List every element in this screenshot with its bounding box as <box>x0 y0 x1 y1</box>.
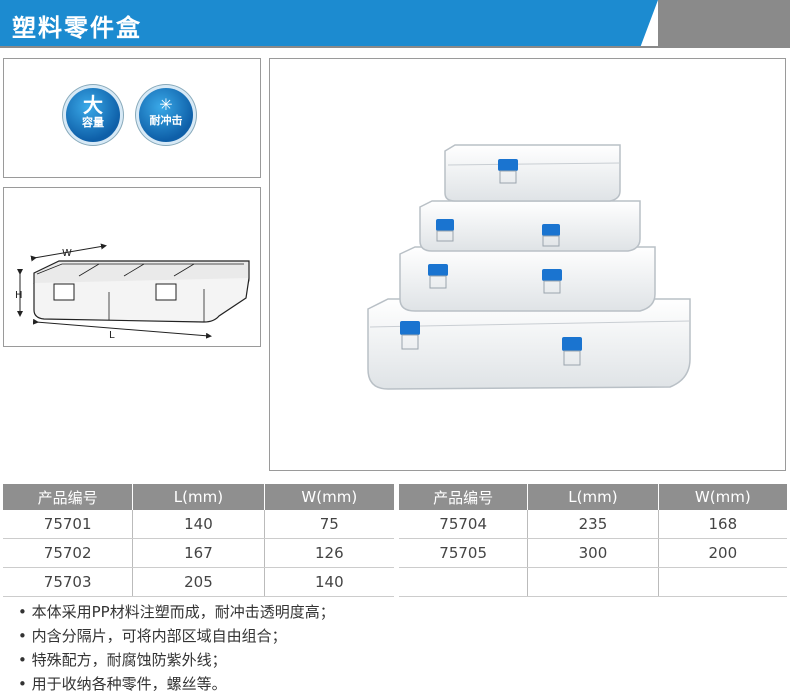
dimension-diagram-panel: W H L <box>3 187 261 347</box>
cell-length <box>527 567 659 597</box>
table-row: 75702 167 126 <box>3 538 394 568</box>
cell-width: 126 <box>264 538 394 568</box>
table-header-row: 产品编号 L(mm) W(mm) <box>3 484 394 510</box>
table-row: 75704 235 168 <box>399 510 787 539</box>
cell-product-no: 75702 <box>3 538 134 568</box>
cell-width <box>658 567 787 597</box>
large-capacity-badge: 大 容量 <box>66 88 120 142</box>
cell-width: 168 <box>658 510 787 539</box>
cell-width: 140 <box>264 567 394 597</box>
list-item: 本体采用PP材料注塑而成，耐冲击透明度高； <box>18 600 335 624</box>
impact-label: 耐冲击 <box>149 114 183 127</box>
col-header-length: L(mm) <box>132 484 265 510</box>
page-title: 塑料零件盒 <box>12 14 142 42</box>
list-item: 特殊配方，耐腐蚀防紫外线； <box>18 648 335 672</box>
l-label: L <box>109 330 115 341</box>
cell-product-no: 75705 <box>399 538 529 568</box>
h-label: H <box>15 290 23 301</box>
cell-product-no <box>399 567 529 597</box>
header-blue-bar <box>0 0 658 48</box>
table-row: 75701 140 75 <box>3 510 394 539</box>
cell-length: 300 <box>527 538 659 568</box>
latch-blue-icon <box>400 159 582 351</box>
list-item: 内含分隔片，可将内部区域自由组合； <box>18 624 335 648</box>
impact-burst-icon: ✳ <box>159 95 173 114</box>
product-photo-panel <box>269 58 786 471</box>
list-item: 用于收纳各种零件，螺丝等。 <box>18 672 335 696</box>
col-header-length: L(mm) <box>527 484 659 510</box>
col-header-width: W(mm) <box>264 484 394 510</box>
cell-product-no: 75704 <box>399 510 529 539</box>
w-label: W <box>62 248 72 259</box>
header-banner: 塑料零件盒 <box>0 0 790 48</box>
cell-width: 200 <box>658 538 787 568</box>
cell-length: 235 <box>527 510 659 539</box>
table-row: 75705 300 200 <box>399 538 787 568</box>
cell-length: 140 <box>132 510 265 539</box>
feature-notes-list: 本体采用PP材料注塑而成，耐冲击透明度高； 内含分隔片，可将内部区域自由组合； … <box>18 600 335 696</box>
cell-product-no: 75703 <box>3 567 134 597</box>
box-dimension-diagram: W H L <box>15 243 250 341</box>
impact-resistant-badge: ✳ 耐冲击 <box>139 88 193 142</box>
feature-icons-panel <box>3 58 261 178</box>
cell-length: 167 <box>132 538 265 568</box>
header-underline <box>0 46 790 48</box>
col-header-product-no: 产品编号 <box>3 484 134 510</box>
table-row: 75703 205 140 <box>3 567 394 597</box>
stacked-boxes-photo <box>367 144 691 390</box>
table-header-row: 产品编号 L(mm) W(mm) <box>399 484 787 510</box>
col-header-width: W(mm) <box>658 484 787 510</box>
cell-width: 75 <box>264 510 394 539</box>
col-header-product-no: 产品编号 <box>399 484 529 510</box>
table-row <box>399 567 787 597</box>
capacity-label: 容量 <box>82 116 104 129</box>
spec-table-left: 产品编号 L(mm) W(mm) 75701 140 75 75702 167 … <box>3 484 394 597</box>
capacity-big-char: 大 <box>83 93 103 117</box>
spec-table-right: 产品编号 L(mm) W(mm) 75704 235 168 75705 300… <box>399 484 787 597</box>
cell-length: 205 <box>132 567 265 597</box>
cell-product-no: 75701 <box>3 510 134 539</box>
header-grey-bar <box>658 0 790 48</box>
